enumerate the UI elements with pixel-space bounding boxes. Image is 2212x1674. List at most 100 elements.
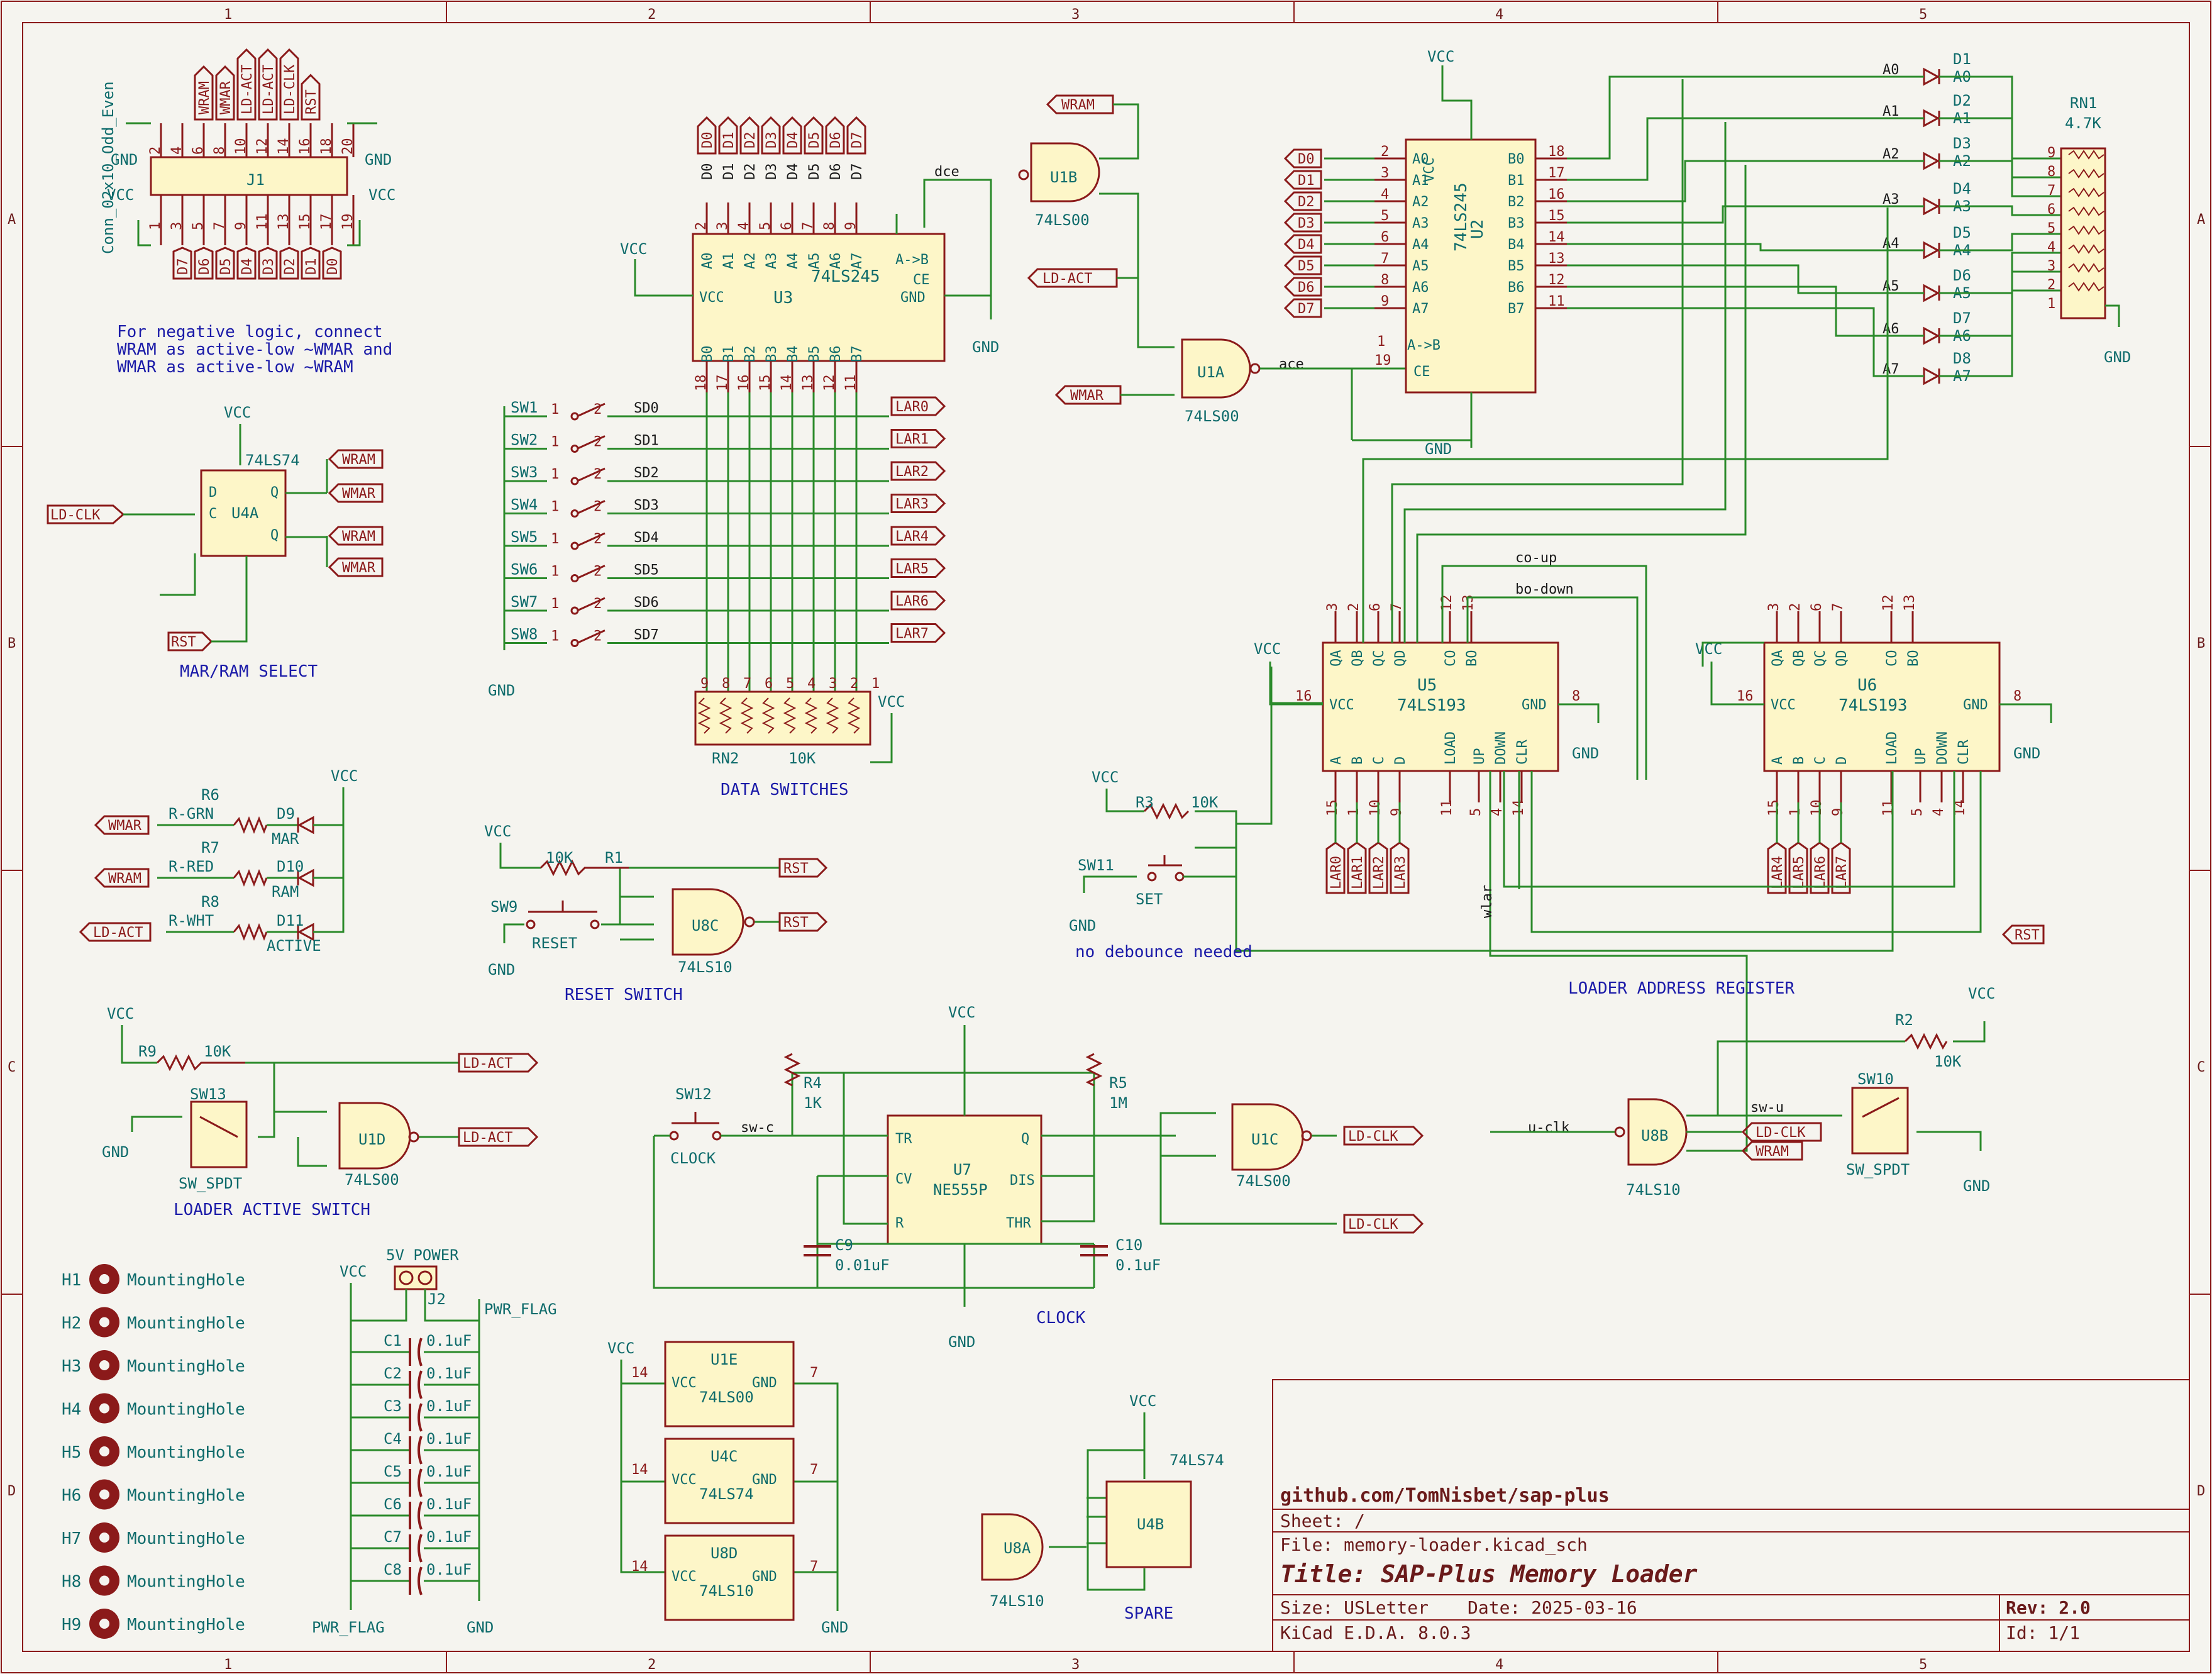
u3-a-2: A2 [743,253,758,270]
u3-bnum-1: 17 [715,375,731,392]
u3-anum-6: 8 [822,222,838,230]
sw-net-6: SD6 [634,595,659,611]
u8b-ldclk-label: LD-CLK [1741,1122,1822,1142]
j1-bottom-pin-9: 9 [233,222,249,230]
led-ref-4: D5 [1953,224,1971,241]
j1-ref: J1 [246,171,265,189]
u3-data-net-D1: D1 [721,164,737,180]
cap-val-C5: 0.1uF [426,1463,472,1480]
u2-bnum-5: 13 [1548,251,1565,267]
lar-label-3-text: LAR3 [895,497,929,513]
u3-bnum-7: 11 [843,375,859,392]
reset-vcc: VCC [484,823,511,840]
u3-bnum-5: 13 [800,375,816,392]
rn2-pin-6: 6 [765,676,773,692]
u3-data-D1-text: D1 [721,132,737,149]
u2-label-D3-text: D3 [1298,216,1315,231]
c10-ref: C10 [1115,1236,1142,1254]
note-mar-ram-select: MAR/RAM SELECT [180,662,318,681]
u8a-ref: U8A [1004,1539,1031,1557]
pu-ref-U1E: U1E [711,1351,738,1368]
u2-b-7: B7 [1508,301,1525,317]
u6-bot-A: A [1770,757,1786,765]
u2-label-D1-text: D1 [1298,173,1315,189]
sw-ref-7: SW8 [511,626,538,643]
u2-a-7: A7 [1412,301,1429,317]
u1a-wmar-text: WMAR [1070,388,1104,404]
pu-p1-U8D: 14 [631,1559,648,1575]
u5-top-CO: CO [1443,650,1459,667]
j1-top-label-4-text: LD-CLK [282,64,298,114]
u6-top-QA: QA [1770,650,1786,667]
u3-vcc-pin: VCC [699,290,724,306]
rn1-pin-3: 3 [2047,258,2055,274]
u2-a-1: A1 [1412,173,1429,189]
u2-bnum-4: 14 [1548,230,1565,245]
ldclk-label-1-text: LD-CLK [1348,1129,1398,1145]
r3-value: 10K [1191,794,1219,811]
u2-a-6: A6 [1412,280,1429,296]
u1b-wram-text: WRAM [1061,97,1095,113]
sw-ref-4: SW5 [511,528,538,546]
hole-ref-H1: H1 [62,1271,81,1290]
led-ref-6: D7 [1953,309,1971,327]
col-bottom-3: 3 [1071,1657,1080,1673]
u3-data-D6: D6 [825,116,845,155]
u7-ref: U7 [953,1161,971,1178]
j1-top-label-1-text: WMAR [218,80,234,114]
left-led-rval-1: R-RED [169,858,214,875]
j1-top-label-5: RST [301,74,321,121]
j1-value: Conn_02x10_Odd_Even [99,81,117,254]
j1-bottom-pin-13: 13 [276,214,292,231]
j1-top-pin-6: 6 [191,147,206,155]
u5-top-num-2: 6 [1368,603,1383,611]
tb-sheet: Sheet: / [1280,1510,1365,1531]
u6-top-BO: BO [1906,650,1922,667]
u6-bot-DOWN: DOWN [1935,731,1950,765]
la-gnd: GND [102,1143,129,1161]
rn1-ref: RN1 [2070,94,2097,112]
u5-gnd-pin: GND [1522,697,1547,713]
u5-bot-num-4: 11 [1439,800,1455,817]
u3-ce: CE [913,272,930,288]
u3-data-D2: D2 [739,116,760,155]
loader-active-circuit: VCC R9 10K SW13 SW_SPDT GND U1D 74LS00 L… [102,1005,539,1219]
rst-label-1: RST [778,858,828,878]
u5-lar-text-LAR1: LAR1 [1350,856,1366,889]
left-led-rref-0: R6 [201,786,219,804]
sw-ref-3: SW4 [511,496,538,514]
sw10-value: SW_SPDT [1846,1161,1910,1178]
r2-value: 10K [1934,1053,1962,1070]
sw12-ref: SW12 [675,1085,712,1103]
rst-label-2: RST [778,912,828,932]
sw-ref-0: SW1 [511,399,538,416]
j1-bottom-pin-1: 1 [148,222,163,230]
hole-ref-H4: H4 [62,1400,81,1419]
u1a-value: 74LS00 [1185,407,1239,425]
u3-bnum-3: 15 [758,375,773,392]
j1-top-label-0-text: WRAM [197,81,213,114]
u6-top-num-2: 6 [1809,603,1825,611]
lar-label-2-text: LAR2 [895,464,929,480]
u4a-vcc: VCC [224,404,251,421]
r9-ref: R9 [138,1043,157,1060]
u3-data-D5-text: D5 [807,132,822,149]
led-ref-5: D6 [1953,267,1971,284]
switches-gnd: GND [488,682,515,699]
rn2-pin-5: 5 [786,676,794,692]
rn2-pin-2: 2 [850,676,858,692]
u4a-pin-qn: Q [270,528,279,543]
sw-pin1-0: 1 [551,402,559,418]
u6-bot-B: B [1791,757,1807,765]
u3-b-7: B7 [849,346,865,363]
u3-data-D3: D3 [761,116,781,155]
u1c-ref: U1C [1251,1131,1278,1148]
u3-anum-3: 5 [758,222,773,230]
left-led-name-1: RAM [272,883,299,901]
rn1-pin-7: 7 [2047,183,2055,199]
row-right-D: D [2197,1483,2205,1499]
u5-top-num-1: 2 [1346,603,1362,611]
gate-u1a: U1A 74LS00 ace WMAR [1054,338,1406,425]
note-negative-logic-3: WMAR as active-low ~WRAM [117,358,353,377]
j1-bottom-pin-3: 3 [169,222,185,230]
